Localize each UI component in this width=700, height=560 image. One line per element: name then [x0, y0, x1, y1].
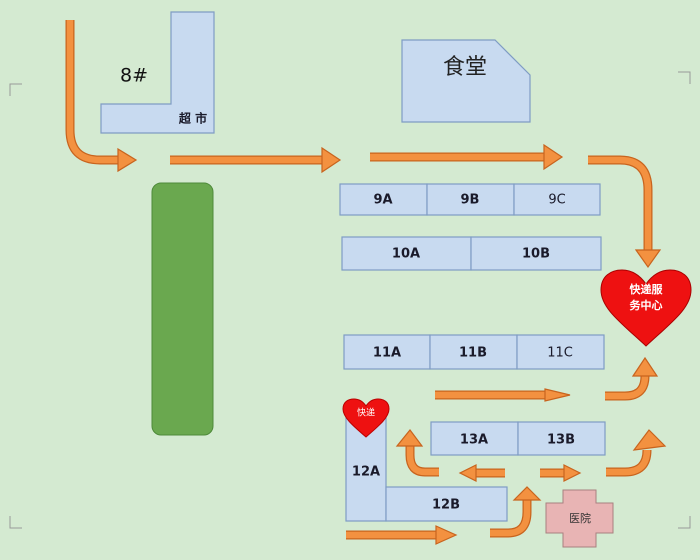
building-13a-label: 13A	[460, 433, 488, 448]
arrow-up-icon	[606, 429, 667, 477]
building-10a-label: 10A	[392, 247, 420, 262]
arrow-right-icon	[346, 525, 458, 545]
building-11c-label: 11C	[547, 346, 573, 361]
building-9c	[513, 183, 601, 216]
arrow-right-icon	[370, 143, 564, 171]
corner-mark	[678, 71, 691, 84]
building-13b-label: 13B	[547, 433, 575, 448]
building-12b	[385, 486, 508, 522]
building-9b	[426, 183, 515, 216]
building-10b-label: 10B	[522, 247, 550, 262]
express-center-label-1: 快递服	[629, 282, 664, 296]
building-11c	[516, 334, 605, 370]
express-point-label: 快递	[357, 407, 375, 419]
express-center-label-2: 务中心	[630, 298, 663, 312]
arrow-up-icon	[395, 429, 439, 477]
arrow-left-icon	[458, 464, 505, 482]
arrow-up-icon	[490, 486, 542, 538]
building-11a	[343, 334, 431, 370]
building-8-label: 8#	[120, 65, 148, 87]
hospital-cross	[545, 489, 614, 548]
building-9c-label: 9C	[548, 193, 565, 208]
arrow-right-icon	[435, 388, 571, 402]
building-12b-label: 12B	[432, 498, 460, 513]
building-11b-label: 11B	[459, 346, 487, 361]
building-9a-label: 9A	[373, 193, 392, 208]
building-12a-label: 12A	[352, 465, 380, 480]
express-center-heart-icon	[600, 269, 692, 347]
route-arrows	[65, 20, 667, 545]
building-8	[100, 11, 215, 134]
building-11a-label: 11A	[373, 346, 401, 361]
building-13b	[517, 421, 606, 456]
canteen-label: 食堂	[443, 55, 487, 80]
sports-field	[151, 182, 214, 436]
building-11b	[429, 334, 518, 370]
arrow-right-icon	[540, 464, 582, 482]
corner-mark	[678, 516, 691, 529]
building-10b	[470, 236, 602, 271]
express-point-heart-icon	[342, 398, 390, 438]
corner-mark	[9, 516, 22, 529]
supermarket-label: 超 市	[178, 111, 207, 126]
canteen	[401, 39, 531, 123]
arrow-right-icon	[65, 20, 138, 173]
arrow-down-icon	[588, 155, 662, 269]
corner-mark	[9, 83, 22, 96]
arrow-right-icon	[170, 146, 342, 174]
building-9b-label: 9B	[461, 193, 480, 208]
building-13a	[430, 421, 519, 456]
hospital-label: 医院	[569, 511, 591, 525]
arrow-up-icon	[605, 356, 659, 401]
